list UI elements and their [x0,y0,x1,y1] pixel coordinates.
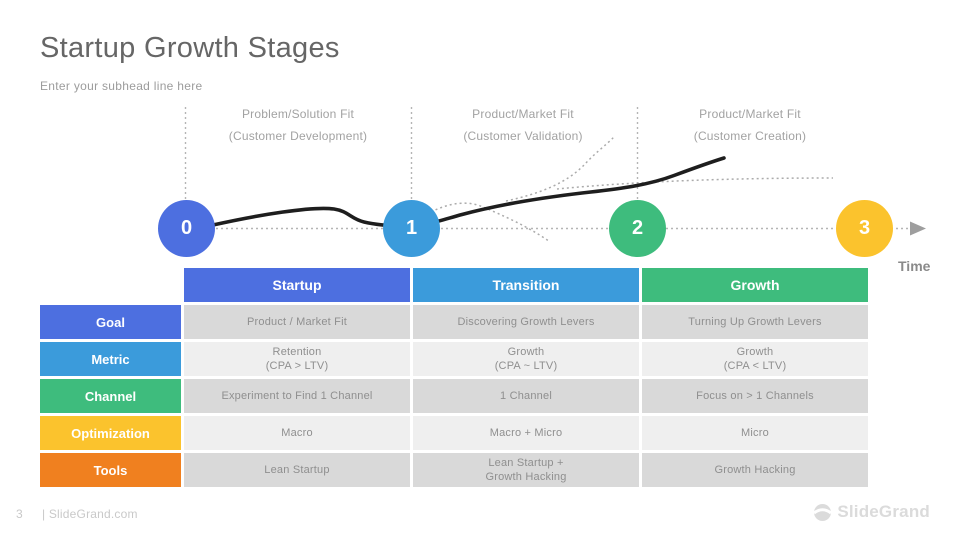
time-axis-arrow-icon [910,221,926,236]
milestone-number: 3 [858,217,871,239]
stage-label-line1: Problem/Solution Fit [241,107,355,121]
row-label-channel: Channel [40,379,181,413]
stage-label-product-market-fit-creation: Product/Market Fit (Customer Creation) [630,103,870,147]
dotted-false-start-curve [430,202,549,242]
milestone-circle-0: 0 [158,200,215,257]
row-label-tools: Tools [40,453,181,487]
page-title: Startup Growth Stages [40,32,340,64]
brand-logo: SlideGrand [813,502,930,522]
dotted-plateau-line [556,177,834,190]
time-axis-label: Time [898,258,931,274]
table-cell: Growth (CPA < LTV) [642,342,868,376]
table-cell: Retention (CPA > LTV) [184,342,410,376]
table-cell: Macro + Micro [413,416,639,450]
column-header-transition: Transition [413,268,639,302]
table-cell: Focus on > 1 Channels [642,379,868,413]
table-cell: Micro [642,416,868,450]
table-cell: Lean Startup [184,453,410,487]
milestone-circle-1: 1 [383,200,440,257]
table-cell: Turning Up Growth Levers [642,305,868,339]
brand-logo-icon [813,503,833,521]
brand-logo-text: SlideGrand [837,502,930,521]
table-cell: Discovering Growth Levers [413,305,639,339]
row-label-goal: Goal [40,305,181,339]
table-cell: 1 Channel [413,379,639,413]
subhead-text: Enter your subhead line here [40,79,203,93]
footer-site-text: | SlideGrand.com [42,507,138,521]
column-header-startup: Startup [184,268,410,302]
column-header-growth: Growth [642,268,868,302]
stage-label-product-market-fit-validation: Product/Market Fit (Customer Validation) [403,103,643,147]
table-cell: Growth Hacking [642,453,868,487]
table-cell: Product / Market Fit [184,305,410,339]
milestone-circle-2: 2 [609,200,666,257]
stage-label-line1: Product/Market Fit [472,107,574,121]
stage-label-line2: (Customer Creation) [693,129,807,143]
milestone-number: 0 [180,217,193,239]
table-cell: Growth (CPA ~ LTV) [413,342,639,376]
stage-label-line1: Product/Market Fit [699,107,801,121]
stage-comparison-table: Startup Transition Growth Goal Product /… [40,268,868,487]
row-label-optimization: Optimization [40,416,181,450]
table-header-spacer [40,268,181,302]
table-cell: Experiment to Find 1 Channel [184,379,410,413]
table-cell: Lean Startup + Growth Hacking [413,453,639,487]
stage-label-line2: (Customer Development) [228,129,368,143]
page-number: 3 [16,507,23,521]
milestone-number: 1 [405,217,418,239]
row-label-metric: Metric [40,342,181,376]
stage-label-line2: (Customer Validation) [463,129,583,143]
milestone-number: 2 [631,217,644,239]
table-cell: Macro [184,416,410,450]
stage-label-problem-solution-fit: Problem/Solution Fit (Customer Developme… [178,103,418,147]
milestone-circle-3: 3 [836,200,893,257]
